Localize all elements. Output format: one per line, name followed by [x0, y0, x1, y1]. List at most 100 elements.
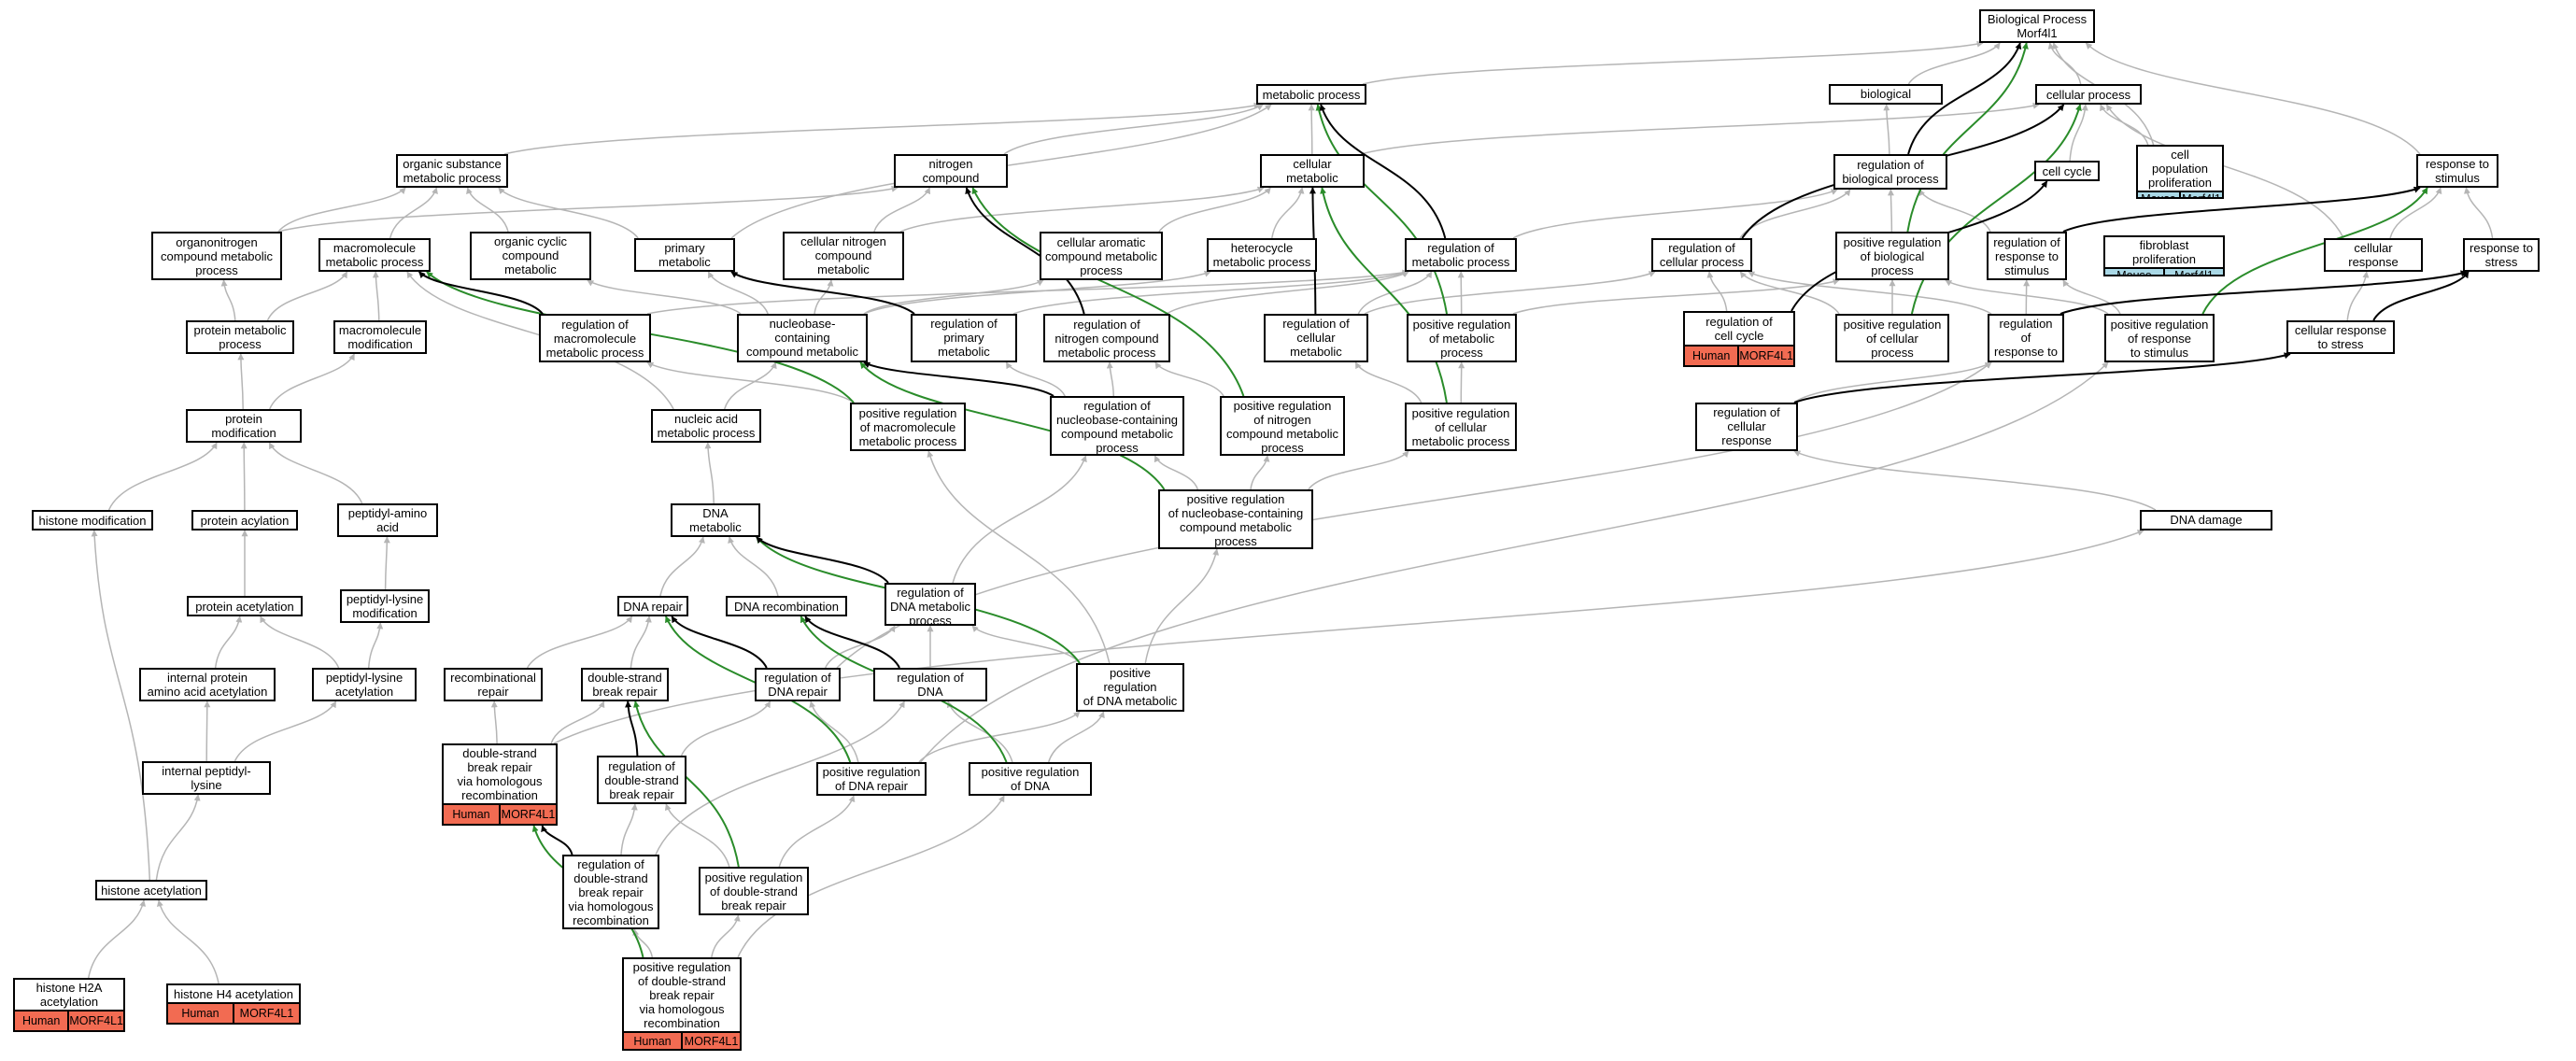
- edge-cellpop-to-cellular: [2100, 104, 2149, 146]
- go-term-node-posregdsb[interactable]: positive regulation of double-strand bre…: [699, 867, 809, 915]
- go-term-label: positive regulation of double-strand bre…: [704, 870, 803, 912]
- go-term-node-posregcellproc[interactable]: positive regulation of cellular process: [1835, 314, 1949, 362]
- edge-histmod-to-protmod: [107, 442, 218, 511]
- go-term-node-posregresp[interactable]: positive regulation of response to stimu…: [2104, 314, 2215, 362]
- go-term-node-dsbrepair[interactable]: double-strand break repair: [581, 668, 669, 701]
- go-term-node-posregmacro[interactable]: positive regulation of macromolecule met…: [850, 403, 966, 451]
- go-term-node-respstress[interactable]: response to stress: [2463, 238, 2540, 272]
- go-term-node-regrespstress[interactable]: regulation of response to stress: [1988, 314, 2064, 362]
- go-term-node-cellarom[interactable]: cellular aromatic compound metabolic pro…: [1040, 232, 1163, 280]
- go-term-node-nucleicacid[interactable]: nucleic acid metabolic process: [651, 409, 761, 443]
- edge-dsbrepair-to-dnarepair: [630, 615, 652, 669]
- go-term-node-protacyl[interactable]: protein acylation: [191, 510, 298, 530]
- go-term-node-regmacro[interactable]: regulation of macromolecule metabolic pr…: [539, 314, 651, 362]
- go-term-node-dnamet[interactable]: DNA metabolic process: [671, 503, 760, 537]
- go-term-label: regulation of DNA repair: [764, 671, 831, 699]
- edge-regdsb-to-dsbrepair: [625, 700, 639, 757]
- go-term-node-bioreg[interactable]: biological regulation: [1829, 84, 1943, 105]
- go-term-node-posregnitro[interactable]: positive regulation of nitrogen compound…: [1220, 396, 1345, 456]
- go-term-node-cellmet[interactable]: cellular metabolic process: [1260, 154, 1365, 188]
- go-term-node-intprot[interactable]: internal protein amino acid acetylation: [139, 668, 276, 701]
- go-term-node-peptaa[interactable]: peptidyl-amino acid modification: [337, 503, 438, 537]
- go-term-node-recombrepair[interactable]: recombinational repair: [444, 668, 543, 701]
- edge-regdsbhr-to-regdsb: [620, 803, 638, 856]
- go-term-node-regcellmet[interactable]: regulation of cellular metabolic process: [1264, 314, 1368, 362]
- go-term-label: regulation of cellular metabolic process: [1282, 317, 1350, 361]
- go-term-label: cell cycle: [2042, 163, 2092, 178]
- edge-cellcycle-to-cellular: [2069, 104, 2088, 162]
- go-term-node-nitrogen[interactable]: nitrogen compound metabolic process: [894, 154, 1008, 188]
- go-term-node-macromod[interactable]: macromolecule modification: [333, 320, 427, 354]
- edge-peptaa-to-protmod: [268, 442, 363, 504]
- go-term-node-posregbio[interactable]: positive regulation of biological proces…: [1835, 232, 1949, 280]
- go-term-node-posregdnarepair[interactable]: positive regulation of DNA repair: [816, 762, 927, 796]
- go-term-node-regresp[interactable]: regulation of response to stimulus: [1987, 232, 2067, 280]
- go-term-node-intpeptlys[interactable]: internal peptidyl-lysine acetylation: [142, 761, 271, 795]
- go-term-node-regnitro[interactable]: regulation of nitrogen compound metaboli…: [1043, 314, 1170, 362]
- go-term-node-posregdnarecomb[interactable]: positive regulation of DNA recombination: [969, 762, 1092, 796]
- go-term-node-cellcycle[interactable]: cell cycle: [2034, 161, 2100, 181]
- go-term-node-posregdnamet[interactable]: positive regulation of DNA metabolic pro…: [1076, 663, 1184, 712]
- edge-posregcellmet-to-regcellmet: [1354, 361, 1422, 403]
- edge-posregdsb-to-posregdnarepair: [778, 795, 856, 868]
- edge-nucleobase-to-orgcyclic: [587, 279, 742, 315]
- edge-regnucleo-to-nucleobase: [863, 361, 1054, 397]
- go-term-node-respstim[interactable]: response to stimulus: [2416, 154, 2498, 188]
- go-term-node-posregmet[interactable]: positive regulation of metabolic process: [1407, 314, 1517, 362]
- edge-protmod-to-protmet: [237, 353, 245, 410]
- go-term-node-peptlysacet[interactable]: peptidyl-lysine acetylation: [312, 668, 417, 701]
- go-term-node-dnadamage[interactable]: DNA damage response: [2140, 510, 2272, 530]
- go-term-node-regdnarepair[interactable]: regulation of DNA repair: [755, 668, 841, 701]
- go-term-node-dnarepair[interactable]: DNA repair: [617, 596, 688, 616]
- go-term-node-cellrespstim[interactable]: cellular response to stimulus: [2324, 238, 2423, 272]
- go-term-node-cellrespstress[interactable]: cellular response to stress: [2286, 320, 2395, 354]
- edge-regdsb-to-regdnarepair: [680, 700, 771, 757]
- go-term-node-organonitro[interactable]: organonitrogen compound metabolic proces…: [151, 232, 282, 280]
- go-term-node-orgcyclic[interactable]: organic cyclic compound metabolic proces…: [470, 232, 591, 280]
- go-term-node-regcellproc[interactable]: regulation of cellular process: [1651, 238, 1752, 272]
- go-term-node-dnarecomb[interactable]: DNA recombination: [726, 596, 847, 616]
- go-term-node-primary[interactable]: primary metabolic process: [634, 238, 735, 272]
- go-term-node-regbio[interactable]: regulation of biological process: [1833, 154, 1947, 190]
- go-term-node-regdsb[interactable]: regulation of double-strand break repair: [597, 756, 686, 804]
- go-term-node-regnucleo[interactable]: regulation of nucleobase-containing comp…: [1050, 396, 1184, 456]
- go-term-label: positive regulation of macromolecule met…: [858, 405, 957, 448]
- go-term-node-cellnitro[interactable]: cellular nitrogen compound metabolic pro…: [783, 232, 904, 280]
- go-term-node-protacet[interactable]: protein acetylation: [187, 596, 303, 616]
- edge-regrespstress-to-respstress: [2059, 270, 2468, 315]
- go-term-label: protein modification process: [211, 412, 276, 441]
- go-term-node-dsbhr[interactable]: double-strand break repair via homologou…: [442, 743, 558, 826]
- go-term-node-regdnarecomb[interactable]: regulation of DNA recombination: [873, 668, 987, 701]
- go-term-node-regcellrespstress[interactable]: regulation of cellular response to stres…: [1695, 403, 1798, 451]
- go-term-node-posregnucleo[interactable]: positive regulation of nucleobase-contai…: [1158, 489, 1313, 549]
- go-term-node-bp[interactable]: Biological Process Morf4l1: [1979, 9, 2095, 43]
- go-term-node-protmod[interactable]: protein modification process: [186, 409, 302, 443]
- go-term-node-protmet[interactable]: protein metabolic process: [186, 320, 294, 354]
- go-term-node-regdsbhr[interactable]: regulation of double-strand break repair…: [562, 855, 659, 929]
- go-term-node-heterocycle[interactable]: heterocycle metabolic process: [1207, 238, 1317, 272]
- go-term-node-posregdsbhr[interactable]: positive regulation of double-strand bre…: [622, 957, 742, 1051]
- edge-h4-to-histacet: [156, 899, 219, 984]
- go-term-label: peptidyl-lysine modification: [346, 592, 424, 620]
- go-term-node-regprimary[interactable]: regulation of primary metabolic process: [911, 314, 1017, 362]
- go-term-node-histmod[interactable]: histone modification: [32, 510, 153, 530]
- edge-nucleobase-to-cellarom: [863, 279, 1044, 315]
- go-term-node-histacet[interactable]: histone acetylation: [95, 880, 207, 900]
- go-term-node-peptlys[interactable]: peptidyl-lysine modification: [340, 589, 430, 623]
- go-term-node-metabolic[interactable]: metabolic process: [1256, 84, 1366, 105]
- edge-regresp-to-regbio: [1918, 189, 1991, 233]
- go-term-node-nucleobase[interactable]: nucleobase-containing compound metabolic…: [737, 314, 868, 362]
- go-term-node-orgsub[interactable]: organic substance metabolic process: [396, 154, 508, 188]
- go-term-node-posregcellmet[interactable]: positive regulation of cellular metaboli…: [1405, 403, 1517, 451]
- go-term-node-regmet[interactable]: regulation of metabolic process: [1405, 238, 1517, 272]
- go-term-node-regdnamet[interactable]: regulation of DNA metabolic process: [885, 583, 976, 626]
- go-term-node-cellular[interactable]: cellular process: [2035, 84, 2142, 105]
- go-term-node-macromol[interactable]: macromolecule metabolic process: [318, 238, 431, 272]
- edge-bioreg-to-bp: [1907, 42, 2001, 85]
- edge-primary-to-orgsub: [498, 187, 639, 239]
